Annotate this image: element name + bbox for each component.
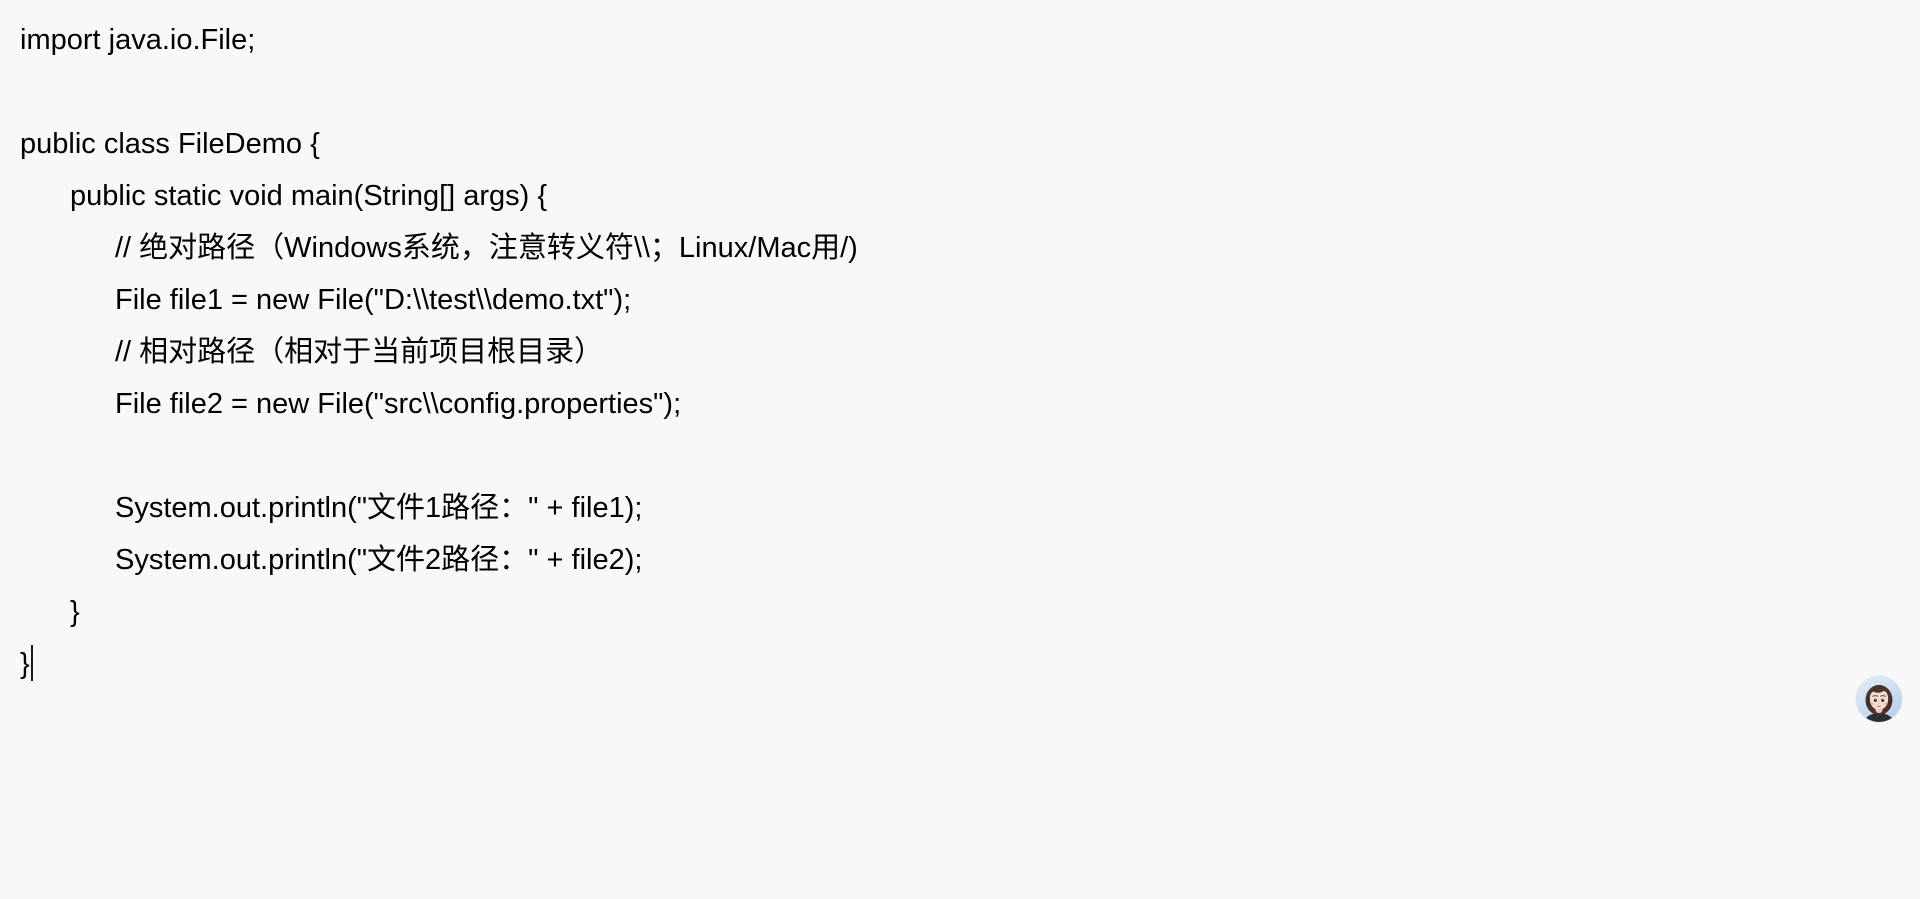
code-line-text: File file2 = new File("src\\config.prope…: [115, 388, 682, 420]
code-line[interactable]: }: [0, 586, 1920, 638]
code-line-text: System.out.println("文件1路径：" + file1);: [115, 492, 643, 524]
text-caret: [30, 645, 33, 681]
code-line-text: public class FileDemo {: [20, 128, 320, 160]
code-line-text: }: [20, 648, 30, 680]
code-line[interactable]: File file2 = new File("src\\config.prope…: [0, 378, 1920, 430]
code-line-blank[interactable]: [0, 430, 1920, 482]
code-text-area[interactable]: import java.io.File; public class FileDem…: [0, 14, 1920, 690]
code-line[interactable]: // 相对路径（相对于当前项目根目录）: [0, 326, 1920, 378]
code-line-text: import java.io.File;: [20, 24, 256, 56]
avatar-face-icon: [1856, 676, 1902, 722]
code-line[interactable]: public class FileDemo {: [0, 118, 1920, 170]
code-line-blank[interactable]: [0, 66, 1920, 118]
code-line[interactable]: import java.io.File;: [0, 14, 1920, 66]
code-line[interactable]: File file1 = new File("D:\\test\\demo.tx…: [0, 274, 1920, 326]
code-line-text: // 相对路径（相对于当前项目根目录）: [115, 336, 604, 368]
code-line[interactable]: // 绝对路径（Windows系统，注意转义符\\；Linux/Mac用/): [0, 222, 1920, 274]
code-line-text: File file1 = new File("D:\\test\\demo.tx…: [115, 284, 632, 316]
assistant-avatar[interactable]: [1856, 676, 1902, 722]
code-line[interactable]: System.out.println("文件2路径：" + file2);: [0, 534, 1920, 586]
code-line-text: }: [70, 596, 80, 628]
code-line-text: System.out.println("文件2路径：" + file2);: [115, 544, 643, 576]
code-line-text: [20, 440, 115, 472]
code-line-text: public static void main(String[] args) {: [70, 180, 548, 212]
code-line[interactable]: System.out.println("文件1路径：" + file1);: [0, 482, 1920, 534]
code-line[interactable]: }: [0, 638, 1920, 690]
code-line[interactable]: public static void main(String[] args) {: [0, 170, 1920, 222]
code-line-text: // 绝对路径（Windows系统，注意转义符\\；Linux/Mac用/): [115, 232, 858, 264]
